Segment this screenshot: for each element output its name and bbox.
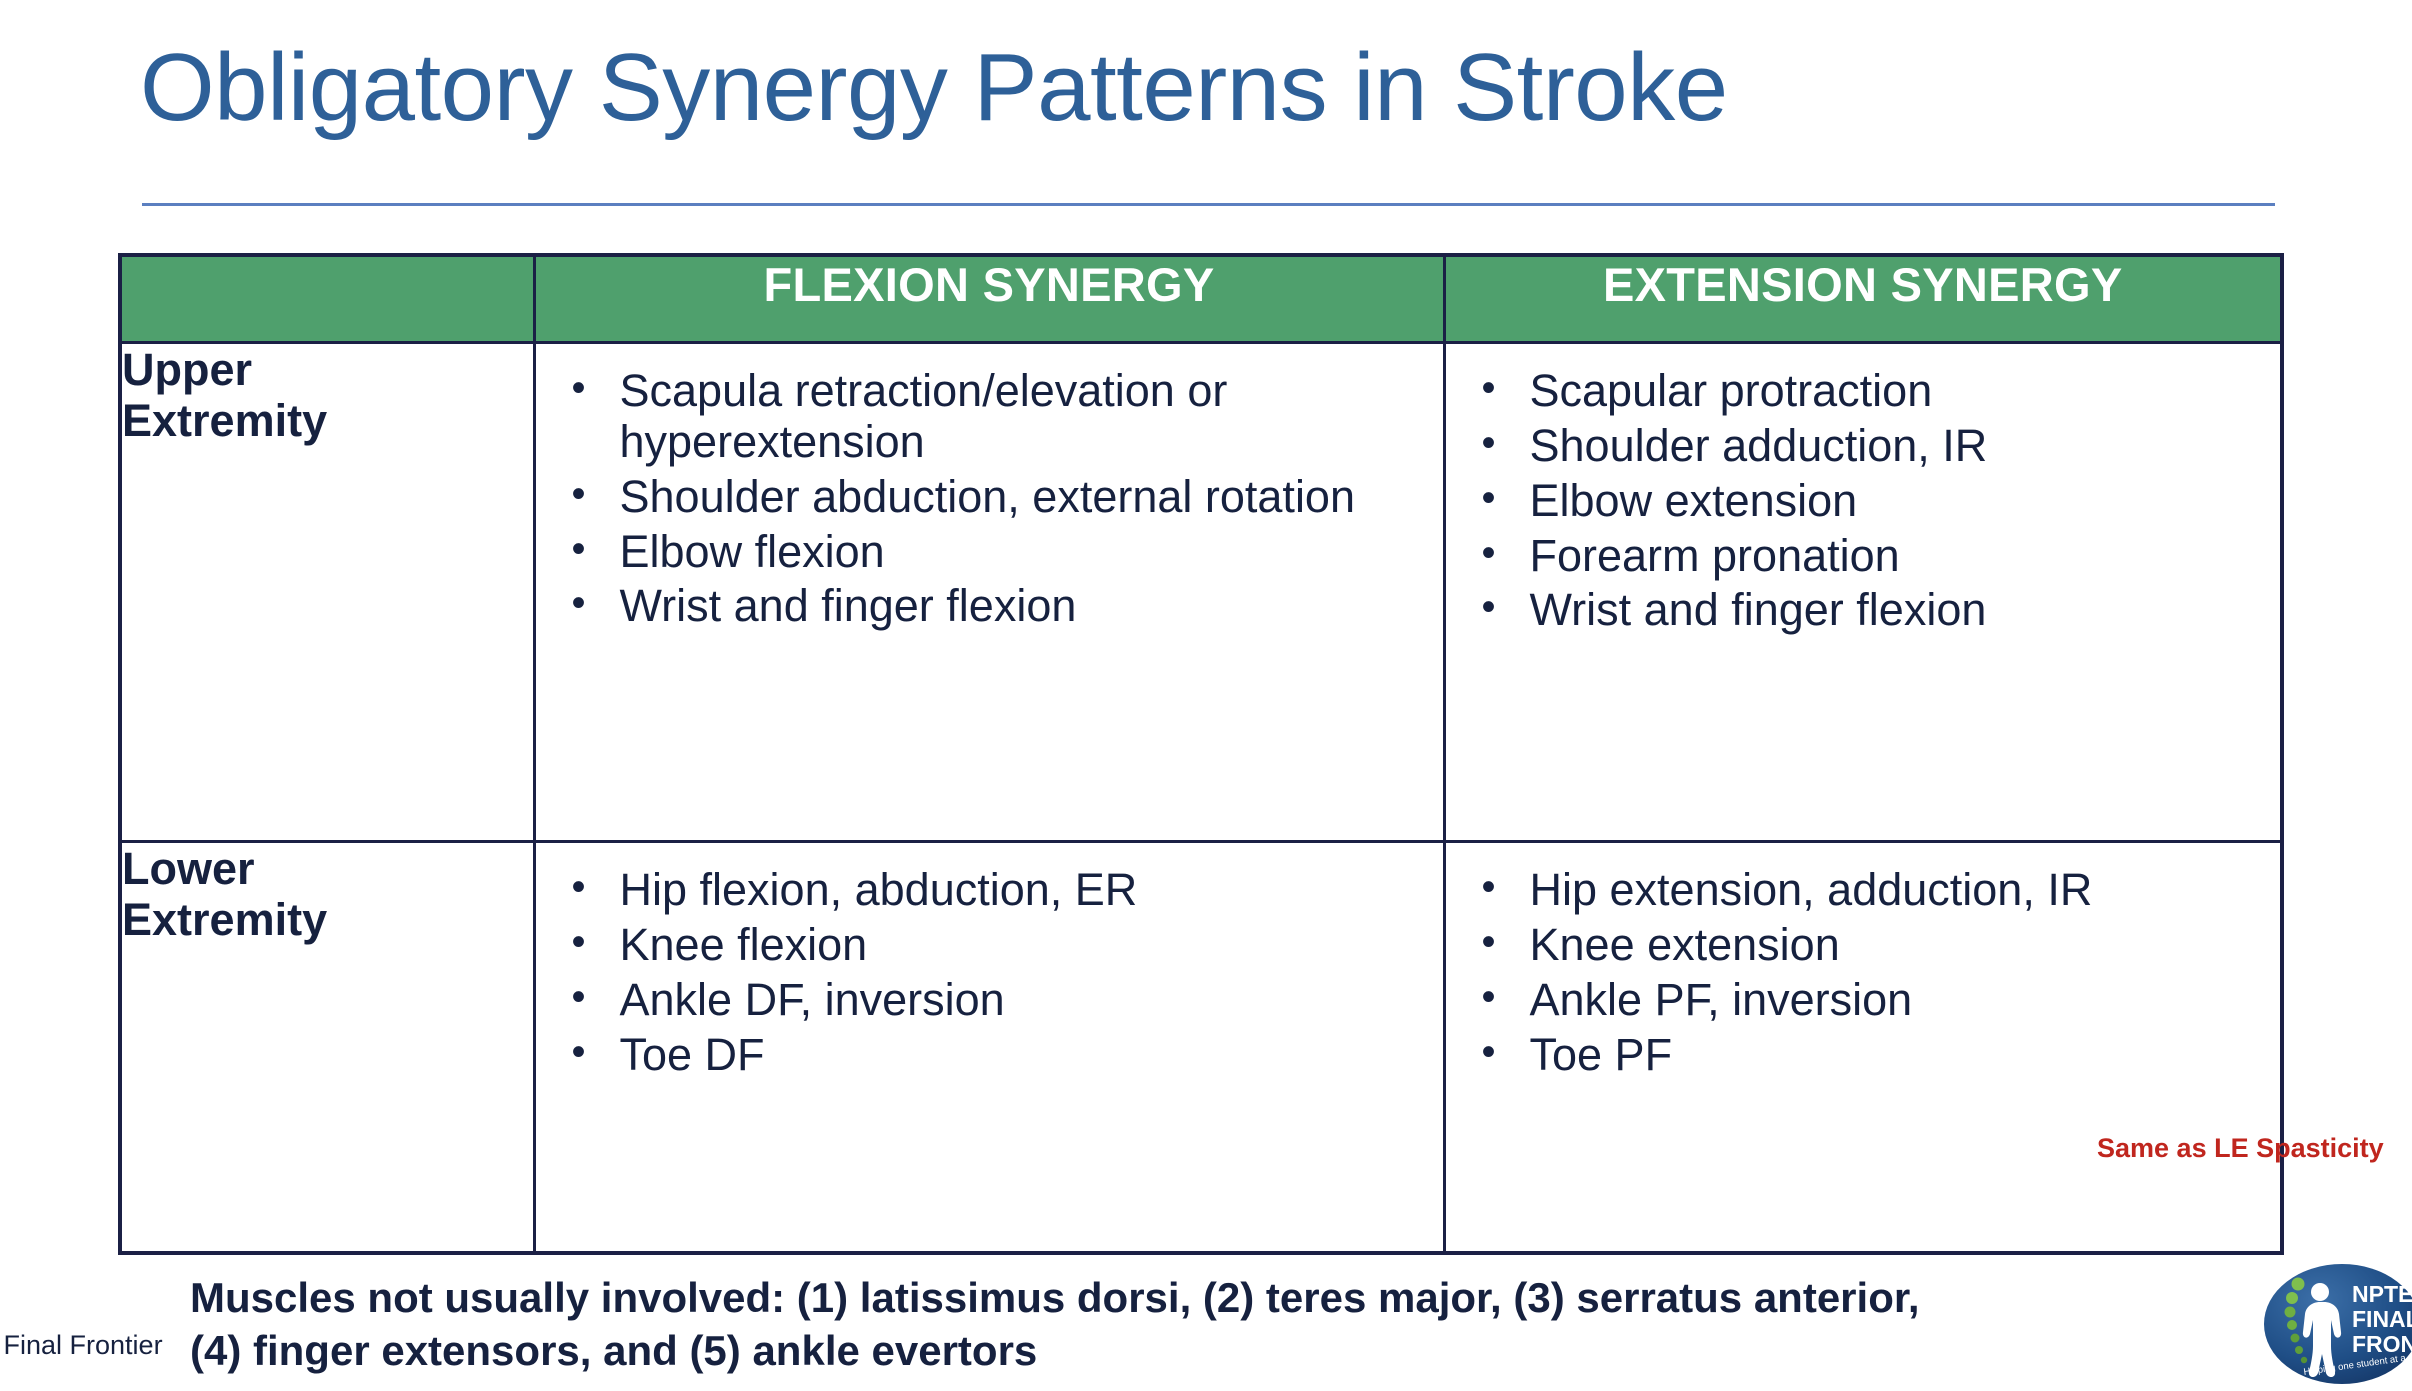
cell-lower-flexion: Hip flexion, abduction, ER Knee flexion … <box>532 840 1446 1255</box>
header-extension-synergy: EXTENSION SYNERGY <box>1442 253 2284 344</box>
list-item: Toe DF <box>564 1028 1429 1081</box>
row-label-line2: Extremity <box>122 395 328 447</box>
cell-lower-extension: Hip extension, adduction, IR Knee extens… <box>1442 840 2284 1255</box>
list-item: Ankle DF, inversion <box>564 973 1429 1026</box>
header-flexion-synergy: FLEXION SYNERGY <box>532 253 1446 344</box>
list-item: Knee extension <box>1474 918 2267 971</box>
list-item: Shoulder adduction, IR <box>1474 419 2267 472</box>
logo-line1: NPTE <box>2352 1281 2412 1307</box>
table-row: Upper Extremity Scapula retraction/eleva… <box>118 340 2284 844</box>
list-item: Knee flexion <box>564 918 1429 971</box>
table-row: Lower Extremity Hip flexion, abduction, … <box>118 840 2284 1255</box>
list-item: Ankle PF, inversion <box>1474 973 2267 1026</box>
row-label-line2: Extremity <box>122 894 328 946</box>
table-header-row: FLEXION SYNERGY EXTENSION SYNERGY <box>118 253 2284 344</box>
spasticity-annotation: Same as LE Spasticity <box>2097 1133 2384 1163</box>
cell-upper-extension: Scapular protraction Shoulder adduction,… <box>1442 340 2284 844</box>
list-item: Forearm pronation <box>1474 529 2267 582</box>
cell-upper-flexion: Scapula retraction/elevation or hyperext… <box>532 340 1446 844</box>
logo-line3: FRONT <box>2352 1331 2412 1357</box>
footer-note: Muscles not usually involved: (1) latiss… <box>190 1272 2220 1377</box>
bullet-list: Scapula retraction/elevation or hyperext… <box>536 344 1443 646</box>
bullet-list: Hip extension, adduction, IR Knee extens… <box>1446 843 2281 1094</box>
list-item: Scapular protraction <box>1474 364 2267 417</box>
synergy-table: FLEXION SYNERGY EXTENSION SYNERGY Upper … <box>118 253 2284 1255</box>
list-item: Wrist and finger flexion <box>1474 583 2267 636</box>
row-label-line1: Upper <box>122 344 253 395</box>
list-item: Hip flexion, abduction, ER <box>564 863 1429 916</box>
row-label-lower-extremity: Lower Extremity <box>118 840 536 1255</box>
footer-note-line1: Muscles not usually involved: (1) latiss… <box>190 1274 1920 1321</box>
list-item: Elbow extension <box>1474 474 2267 527</box>
list-item: Shoulder abduction, external rotation <box>564 470 1429 523</box>
header-blank <box>118 253 536 344</box>
list-item: Scapula retraction/elevation or hyperext… <box>564 364 1429 468</box>
bullet-list: Scapular protraction Shoulder adduction,… <box>1446 344 2281 650</box>
footer-note-line2: (4) finger extensors, and (5) ankle ever… <box>190 1326 1038 1374</box>
brand-partial-text: E Final Frontier <box>0 1330 163 1360</box>
npte-final-frontier-logo: NPTE FINAL FRONT Helping one student at … <box>2262 1262 2412 1386</box>
row-label-upper-extremity: Upper Extremity <box>118 340 536 844</box>
bullet-list: Hip flexion, abduction, ER Knee flexion … <box>536 843 1443 1094</box>
list-item: Wrist and finger flexion <box>564 579 1429 632</box>
logo-line2: FINAL <box>2352 1306 2412 1332</box>
list-item: Toe PF <box>1474 1028 2267 1081</box>
page-title: Obligatory Synergy Patterns in Stroke <box>140 34 1728 141</box>
row-label-line1: Lower <box>122 843 255 895</box>
list-item: Elbow flexion <box>564 525 1429 578</box>
list-item: Hip extension, adduction, IR <box>1474 863 2267 916</box>
title-divider <box>142 203 2275 206</box>
